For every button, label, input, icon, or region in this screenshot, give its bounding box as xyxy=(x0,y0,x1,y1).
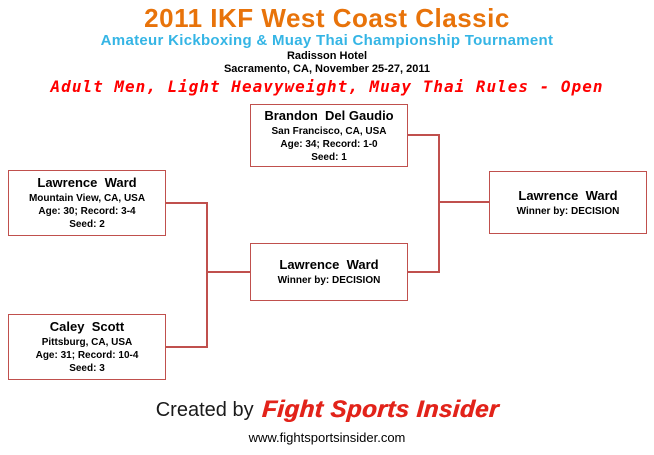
page-subtitle: Amateur Kickboxing & Muay Thai Champions… xyxy=(100,32,554,49)
fighter-location: Mountain View, CA, USA xyxy=(28,193,146,204)
fighter-seed: Seed: 1 xyxy=(311,151,347,163)
website-url: www.fightsportsinsider.com xyxy=(248,430,406,445)
page-title: 2011 IKF West Coast Classic xyxy=(144,3,510,33)
fighter-details: Age: 31; Record: 10-4 xyxy=(35,350,139,361)
winner-result: Winner by: DECISION xyxy=(516,205,620,217)
fighter-box-seed1: Brandon Del Gaudio San Francisco, CA, US… xyxy=(250,104,408,167)
connector-seed1-out xyxy=(408,134,440,136)
fighter-box-seed2: Lawrence Ward Mountain View, CA, USA Age… xyxy=(8,170,166,236)
final-winner-box: Lawrence Ward Winner by: DECISION xyxy=(489,171,647,234)
connector-right-vertical xyxy=(438,134,440,273)
fighter-location: San Francisco, CA, USA xyxy=(271,125,387,137)
winner-name: Lawrence Ward xyxy=(518,187,618,203)
division-title: Adult Men, Light Heavyweight, Muay Thai … xyxy=(50,77,604,96)
connector-left-vertical xyxy=(206,202,208,348)
connector-semifinal-in xyxy=(206,271,250,273)
fighter-details: Age: 34; Record: 1-0 xyxy=(280,138,378,150)
winner-result: Winner by: DECISION xyxy=(277,275,381,286)
fighter-seed: Seed: 2 xyxy=(69,219,105,230)
created-by-text: Created by xyxy=(155,398,254,421)
brand-logo-text: Fight Sports Insider xyxy=(260,396,500,423)
fighter-location: Pittsburg, CA, USA xyxy=(41,337,133,348)
winner-name: Lawrence Ward xyxy=(279,257,379,272)
fighter-name: Caley Scott xyxy=(49,319,125,334)
connector-seed2-out xyxy=(166,202,208,204)
semifinal-winner-box: Lawrence Ward Winner by: DECISION xyxy=(250,243,408,301)
fighter-box-seed3: Caley Scott Pittsburg, CA, USA Age: 31; … xyxy=(8,314,166,380)
fighter-details: Age: 30; Record: 3-4 xyxy=(38,206,136,217)
venue-text: Radisson Hotel xyxy=(286,50,368,62)
location-date-text: Sacramento, CA, November 25-27, 2011 xyxy=(223,63,431,75)
connector-seed3-out xyxy=(166,346,208,348)
footer-credit: Created by Fight Sports Insider xyxy=(0,396,654,424)
connector-semifinal-out xyxy=(408,271,440,273)
connector-final-in xyxy=(438,201,489,203)
fighter-seed: Seed: 3 xyxy=(69,363,105,374)
fighter-name: Lawrence Ward xyxy=(37,175,137,190)
fighter-name: Brandon Del Gaudio xyxy=(264,107,394,123)
